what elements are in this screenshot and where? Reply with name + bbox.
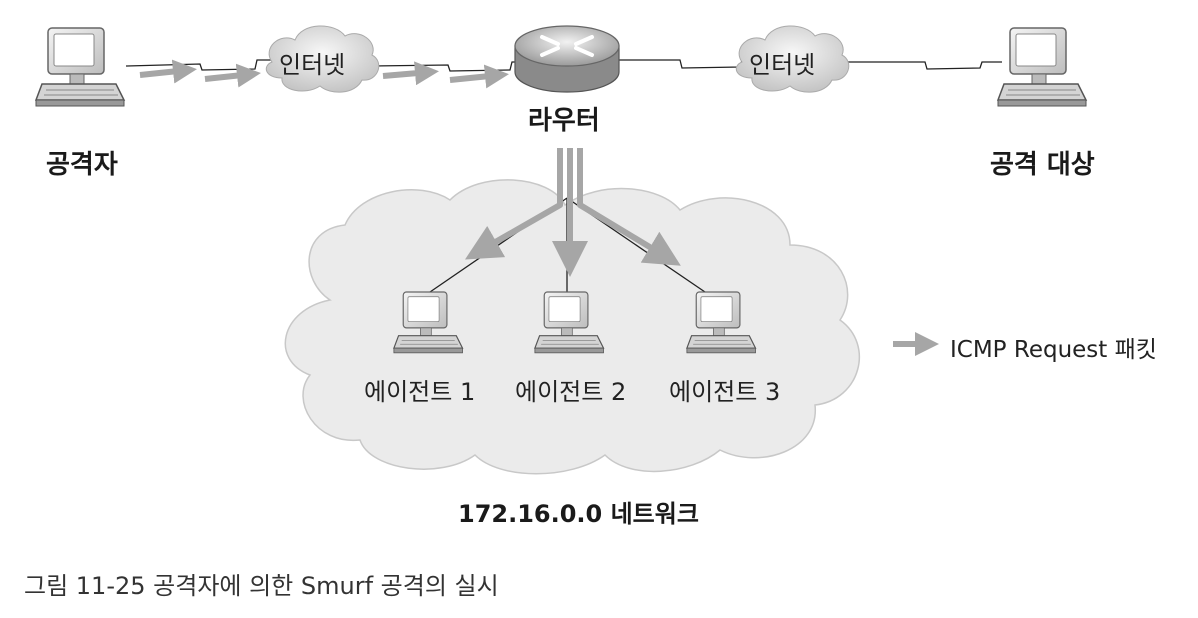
attack-arrow	[382, 61, 439, 86]
attacker-computer-icon	[35, 27, 125, 107]
broadcast-arrow	[464, 148, 563, 260]
target-computer-icon	[997, 27, 1087, 107]
target-label: 공격 대상	[990, 150, 1095, 180]
internet-right-label: 인터넷	[749, 51, 816, 79]
agent-3-label: 에이전트 3	[669, 378, 781, 406]
legend-label: ICMP Request 패킷	[950, 337, 1157, 363]
attack-arrow	[139, 59, 197, 84]
attack-arrow	[204, 63, 261, 88]
internet-left-label: 인터넷	[279, 51, 346, 79]
cloud-icon	[735, 25, 850, 93]
router-icon	[514, 25, 620, 93]
router-label: 라우터	[528, 106, 600, 136]
attack-arrow	[449, 64, 509, 89]
agent-2-label: 에이전트 2	[515, 378, 627, 406]
attacker-label: 공격자	[46, 150, 118, 180]
figure-caption: 그림 11-25 공격자에 의한 Smurf 공격의 실시	[24, 572, 499, 600]
agent-1-label: 에이전트 1	[364, 378, 476, 406]
network-label: 172.16.0.0 네트워크	[458, 500, 699, 528]
cloud-icon	[265, 25, 380, 93]
broadcast-arrow	[577, 148, 681, 266]
